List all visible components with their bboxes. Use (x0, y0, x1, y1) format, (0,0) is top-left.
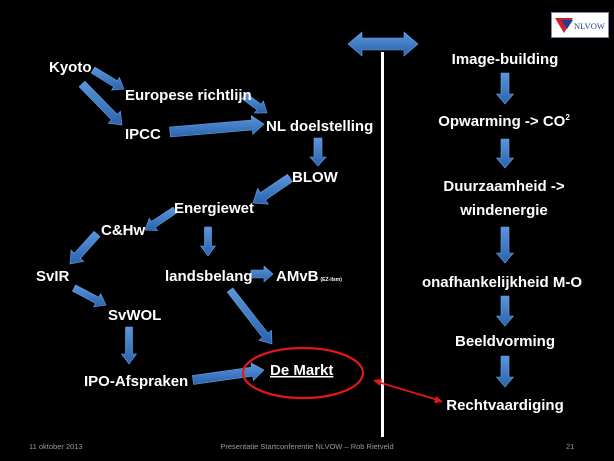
step-opwarming-label: Opwarming -> CO (438, 113, 565, 130)
amvb-label: AMvB (276, 268, 319, 285)
arrow-landsbelang-to-amvb (250, 265, 274, 283)
node-amvb: AMvB(EZ-ilsm) (276, 268, 342, 285)
node-kyoto: Kyoto (49, 59, 92, 76)
node-cshw: C&Hw (101, 222, 145, 239)
red-arrowhead-right (434, 396, 443, 403)
node-blow: BLOW (292, 169, 339, 186)
amvb-note: (EZ-ilsm) (321, 277, 343, 283)
arrow-ipo-afspraken-to-de-markt (192, 362, 265, 385)
arrow-landsbelang-to-de-markt (226, 287, 273, 345)
red-arrowhead-left (373, 379, 382, 386)
node-energiewet: Energiewet (174, 200, 254, 217)
node-svwol: SvWOL (108, 307, 161, 324)
step-onafhankelijkheid: onafhankelijkheid M-O (422, 274, 582, 291)
step-duurzaamheid: Duurzaamheid -> (443, 178, 565, 195)
arrow-onafhankelijkheid-down (495, 295, 515, 327)
arrow-beeldvorming-down (495, 355, 515, 388)
node-europese-richtlijn: Europese richtlijn (125, 87, 252, 104)
node-nl-doelstelling: NL doelstelling (266, 118, 373, 135)
arrow-svwol-to-ipo-afspraken (120, 326, 138, 365)
nlvow-logo: NLVOW (551, 12, 609, 38)
node-landsbelang: landsbelang (165, 268, 253, 285)
arrow-energiewet-to-cshw (144, 206, 178, 232)
de-markt-highlight-ellipse (241, 346, 365, 400)
arrow-nl-doelstelling-to-blow (309, 137, 327, 167)
arrow-svir-to-svwol (71, 284, 107, 308)
logo-blue-shape (561, 20, 573, 29)
arrow-image-building-down (495, 72, 515, 105)
arrow-kyoto-to-europese-richtlijn (90, 66, 125, 91)
node-svir: SvIR (36, 268, 70, 285)
double-arrow-top (347, 31, 419, 57)
step-image-building: Image-building (452, 51, 559, 68)
footer-page: 21 (566, 442, 574, 451)
step-opwarming: Opwarming -> CO2 (438, 113, 570, 130)
footer-date: 11 oktober 2013 (29, 442, 83, 451)
divider-line (381, 52, 384, 437)
arrow-opwarming-down (495, 138, 515, 169)
arrow-cshw-to-svir (69, 230, 101, 265)
arrow-blow-to-energiewet (252, 173, 293, 205)
arrow-ipcc-to-nl-doelstelling (169, 115, 265, 138)
arrow-energiewet-to-landsbelang (199, 226, 217, 257)
arrow-europese-richtlijn-to-nl-doelstelling (241, 92, 268, 114)
diagram-arrows (69, 31, 515, 388)
node-ipcc: IPCC (125, 126, 161, 143)
step-windenergie: windenergie (459, 202, 548, 219)
red-link-line (377, 381, 439, 401)
footer-title: Presentatie Startconferentie NLVOW – Rob… (220, 442, 393, 451)
step-beeldvorming: Beeldvorming (455, 333, 555, 350)
co2-superscript: 2 (565, 113, 570, 122)
arrow-windenergie-down (495, 226, 515, 264)
node-de-markt: De Markt (270, 362, 333, 379)
nlvow-logo-mark: NLVOW (555, 18, 605, 33)
arrow-kyoto-to-ipcc (78, 80, 123, 126)
node-ipo-afspraken: IPO-Afspraken (84, 373, 188, 390)
logo-text: NLVOW (574, 21, 605, 31)
step-rechtvaardiging: Rechtvaardiging (446, 397, 564, 414)
